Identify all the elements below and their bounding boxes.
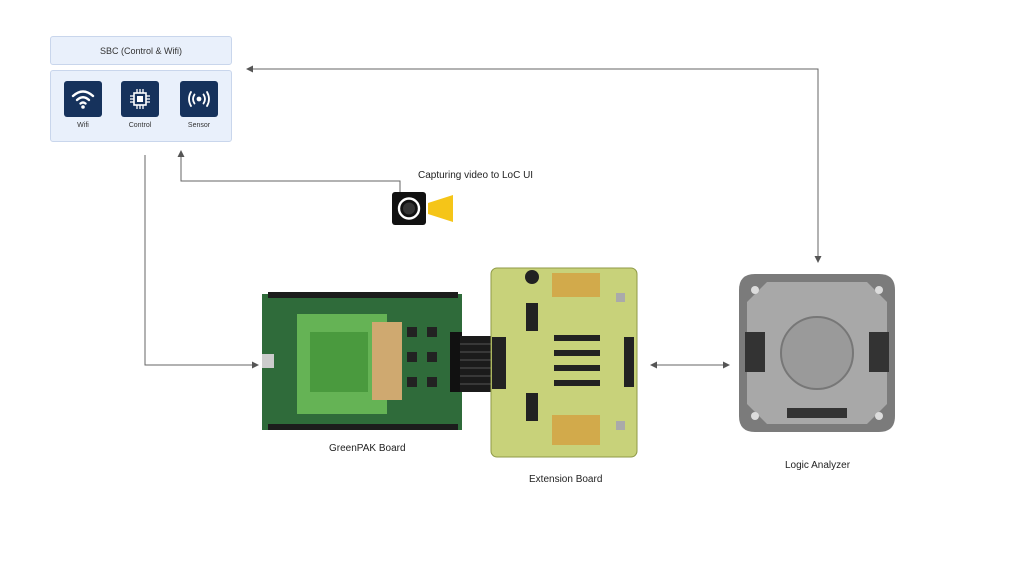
- sbc-item-control: Control: [120, 81, 160, 129]
- extension-board-image: [490, 267, 638, 458]
- greenpak-board-image: [262, 292, 462, 430]
- camera-to-sbc-arrow: [177, 150, 401, 192]
- wifi-icon: [64, 81, 102, 117]
- sbc-panel: Wifi Control: [50, 70, 232, 142]
- extension-caption: Extension Board: [529, 474, 603, 485]
- logic-analyzer-caption: Logic Analyzer: [785, 460, 851, 471]
- logic-analyzer-image: [739, 274, 895, 432]
- board-connector-image: [460, 336, 492, 392]
- camera-caption: Capturing video to LoC UI: [418, 170, 534, 181]
- sbc-item-wifi: Wifi: [63, 81, 103, 129]
- sbc-analyzer-arrow: [246, 65, 822, 263]
- camera-icon: [392, 192, 453, 225]
- sbc-title-box: SBC (Control & Wifi): [50, 36, 232, 65]
- sensor-icon: [180, 81, 218, 117]
- sbc-item-label: Sensor: [187, 122, 211, 129]
- sbc-item-label: Wifi: [77, 122, 89, 129]
- sbc-item-sensor: Sensor: [179, 81, 219, 129]
- sbc-to-greenpak-arrow: [144, 155, 259, 369]
- sbc-title: SBC (Control & Wifi): [99, 45, 182, 56]
- sbc-item-label: Control: [128, 122, 152, 129]
- greenpak-caption: GreenPAK Board: [329, 443, 406, 454]
- chip-icon: [121, 81, 159, 117]
